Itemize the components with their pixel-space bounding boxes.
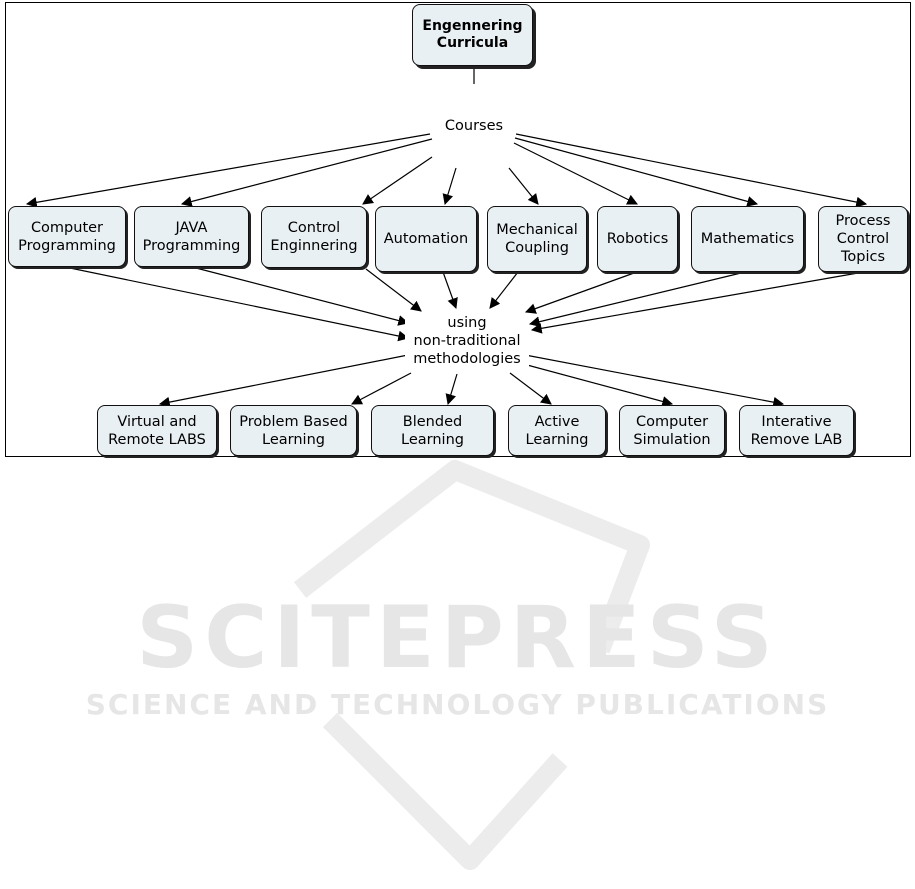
course-node-robotics: Robotics <box>597 206 678 272</box>
edge-courses-control-enginnering <box>362 156 433 205</box>
edge-methods-problem-based <box>351 372 412 405</box>
hub-courses-label: Courses <box>432 117 516 135</box>
edge-courses-mathematics <box>514 137 759 207</box>
edge-computer-programming-methods <box>69 267 410 342</box>
method-node-virtual-remote-labs: Virtual and Remote LABS <box>97 405 217 456</box>
course-node-automation: Automation <box>375 206 477 272</box>
course-node-control-enginnering: Control Enginnering <box>261 206 367 268</box>
root-node-engenneering-curricula: Engennering Curricula <box>412 4 533 66</box>
hub-methods-label: using non-traditional methodologies <box>405 314 529 368</box>
method-node-blended-learning: Blended Learning <box>371 405 494 456</box>
edge-control-enginnering-methods <box>365 268 422 312</box>
watermark-title: SCITEPRESS <box>136 588 779 688</box>
edge-courses-computer-programming <box>25 133 431 208</box>
course-node-computer-programming: Computer Programming <box>8 206 126 267</box>
course-node-mathematics: Mathematics <box>691 206 804 272</box>
edge-methods-interative-remove-lab <box>519 353 785 408</box>
edge-courses-automation <box>442 167 457 206</box>
edge-process-control-methods <box>530 272 859 334</box>
method-node-problem-based-learning: Problem Based Learning <box>230 405 357 456</box>
edge-courses-process-control <box>515 133 868 208</box>
edge-courses-robotics <box>513 142 638 205</box>
edge-courses-mechanical-coupling <box>508 167 539 205</box>
edge-courses-java-programming <box>180 138 433 207</box>
method-node-active-learning: Active Learning <box>508 405 606 456</box>
edge-java-programming-methods <box>195 267 410 326</box>
edge-methods-computer-simulation <box>515 361 674 407</box>
method-node-interative-remove-lab: Interative Remove LAB <box>739 405 854 456</box>
edge-mathematics-methods <box>528 272 742 327</box>
course-node-mechanical-coupling: Mechanical Coupling <box>487 206 587 272</box>
course-node-process-control-topics: Process Control Topics <box>818 206 908 272</box>
edge-robotics-methods <box>524 272 635 314</box>
watermark-subtitle: SCIENCE AND TECHNOLOGY PUBLICATIONS <box>85 688 830 721</box>
method-node-computer-simulation: Computer Simulation <box>619 405 725 456</box>
edge-mechanical-coupling-methods <box>489 271 519 309</box>
edge-automation-methods <box>442 271 458 310</box>
course-node-java-programming: JAVA Programming <box>134 206 249 267</box>
edge-methods-virtual-remote-labs <box>158 354 409 408</box>
edge-methods-active <box>509 372 552 405</box>
edge-methods-blended <box>445 373 458 406</box>
